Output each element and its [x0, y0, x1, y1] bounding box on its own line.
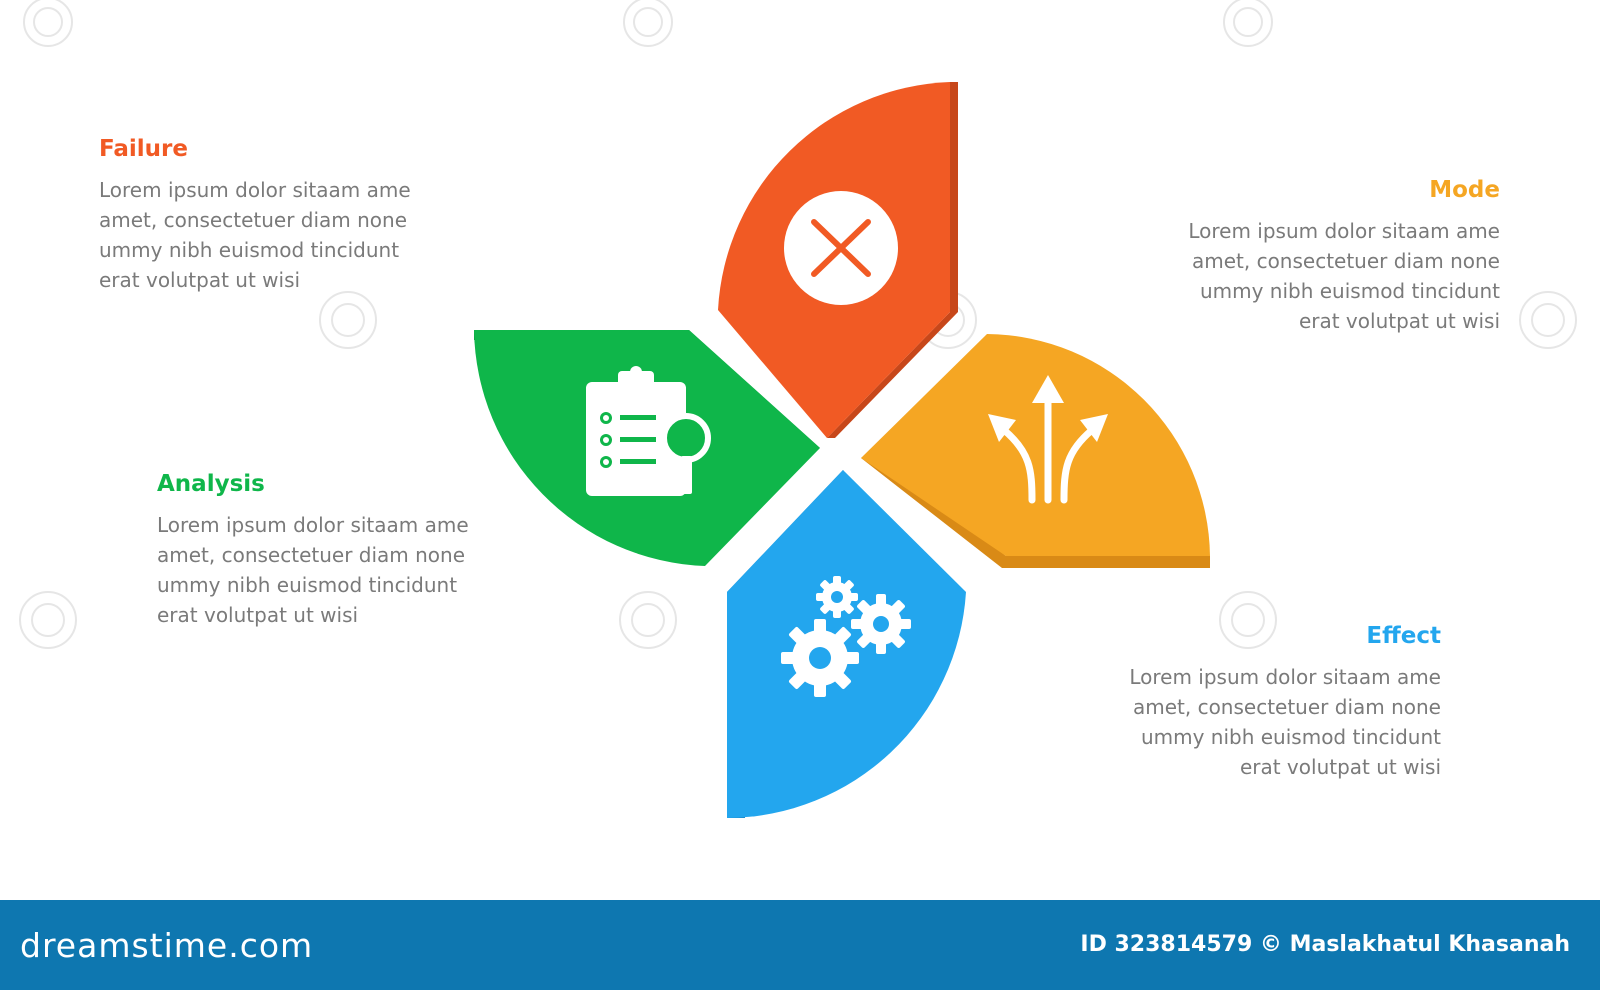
analysis-petal — [474, 330, 820, 566]
mode-text-block: Mode Lorem ipsum dolor sitaam ame amet, … — [1170, 176, 1500, 336]
split-arrows-heads — [988, 375, 1108, 442]
close-icon — [784, 191, 898, 305]
analysis-title: Analysis — [157, 471, 265, 497]
failure-text-block: Failure Lorem ipsum dolor sitaam ame ame… — [99, 135, 429, 295]
analysis-text-block: Analysis Lorem ipsum dolor sitaam ame am… — [157, 470, 487, 630]
failure-title: Failure — [99, 136, 188, 162]
four-petal-diagram — [474, 82, 1210, 818]
gears-icon — [781, 576, 911, 697]
failure-body: Lorem ipsum dolor sitaam ame amet, conse… — [99, 178, 411, 292]
footer-logo[interactable]: dreamstime.com — [20, 926, 314, 965]
effect-text-block: Effect Lorem ipsum dolor sitaam ame amet… — [1111, 622, 1441, 782]
failure-petal — [718, 82, 958, 438]
footer-credit: ID 323814579 © Maslakhatul Khasanah — [1080, 932, 1570, 957]
mode-petal — [861, 334, 1210, 568]
footer-bar: dreamstime.com ID 323814579 © Maslakhatu… — [0, 900, 1600, 990]
effect-body: Lorem ipsum dolor sitaam ame amet, conse… — [1129, 665, 1441, 779]
clipboard-search-icon — [586, 366, 711, 496]
mode-body: Lorem ipsum dolor sitaam ame amet, conse… — [1188, 219, 1500, 333]
effect-petal — [727, 470, 966, 818]
effect-title: Effect — [1366, 623, 1441, 649]
mode-title: Mode — [1429, 177, 1500, 203]
split-arrows-icon — [1000, 391, 1096, 504]
analysis-body: Lorem ipsum dolor sitaam ame amet, conse… — [157, 513, 469, 627]
